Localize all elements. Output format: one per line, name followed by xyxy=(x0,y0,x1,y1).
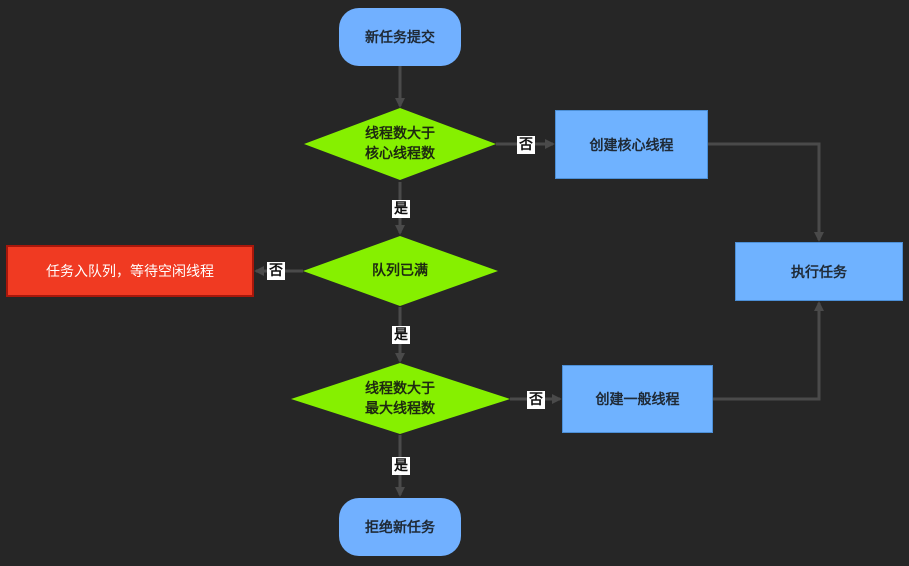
execute-task-node: 执行任务 xyxy=(735,242,903,301)
decision-thread-vs-max-shape xyxy=(291,363,510,434)
create-normal-thread-node: 创建一般线程 xyxy=(562,365,713,433)
edge-label-yes-1: 是 xyxy=(392,200,410,218)
enqueue-task-label: 任务入队列，等待空闲线程 xyxy=(46,264,214,280)
decision-thread-vs-core-line2: 核心线程数 xyxy=(365,146,435,162)
start-node-label: 新任务提交 xyxy=(365,30,435,46)
decision-queue-full-shape xyxy=(303,236,498,306)
decision-thread-vs-core: 线程数大于 核心线程数 xyxy=(330,120,470,168)
reject-node-label: 拒绝新任务 xyxy=(365,520,435,536)
decision-queue-full-label: 队列已满 xyxy=(372,263,428,279)
edge-label-yes-3: 是 xyxy=(392,457,410,475)
reject-node: 拒绝新任务 xyxy=(339,498,461,556)
enqueue-task-node: 任务入队列，等待空闲线程 xyxy=(6,245,254,297)
execute-task-label: 执行任务 xyxy=(791,264,847,281)
decision-thread-vs-core-shape xyxy=(304,108,496,180)
edge-label-no-2: 否 xyxy=(267,262,285,280)
decision-thread-vs-max: 线程数大于 最大线程数 xyxy=(330,375,470,423)
edge-label-no-1: 否 xyxy=(517,136,535,154)
decision-thread-vs-core-line1: 线程数大于 xyxy=(365,126,435,142)
create-core-thread-label: 创建核心线程 xyxy=(589,137,674,154)
decision-thread-vs-max-line2: 最大线程数 xyxy=(365,401,435,417)
edge-createnormal-execute xyxy=(713,301,824,401)
create-core-thread-node: 创建核心线程 xyxy=(555,110,708,179)
edge-label-yes-2: 是 xyxy=(392,326,410,344)
create-normal-thread-label: 创建一般线程 xyxy=(595,392,680,408)
edge-label-no-3: 否 xyxy=(527,391,545,409)
decision-thread-vs-max-line1: 线程数大于 xyxy=(365,381,435,397)
start-node: 新任务提交 xyxy=(339,8,461,66)
edge-createcore-execute xyxy=(708,142,824,242)
decision-queue-full: 队列已满 xyxy=(330,258,470,284)
